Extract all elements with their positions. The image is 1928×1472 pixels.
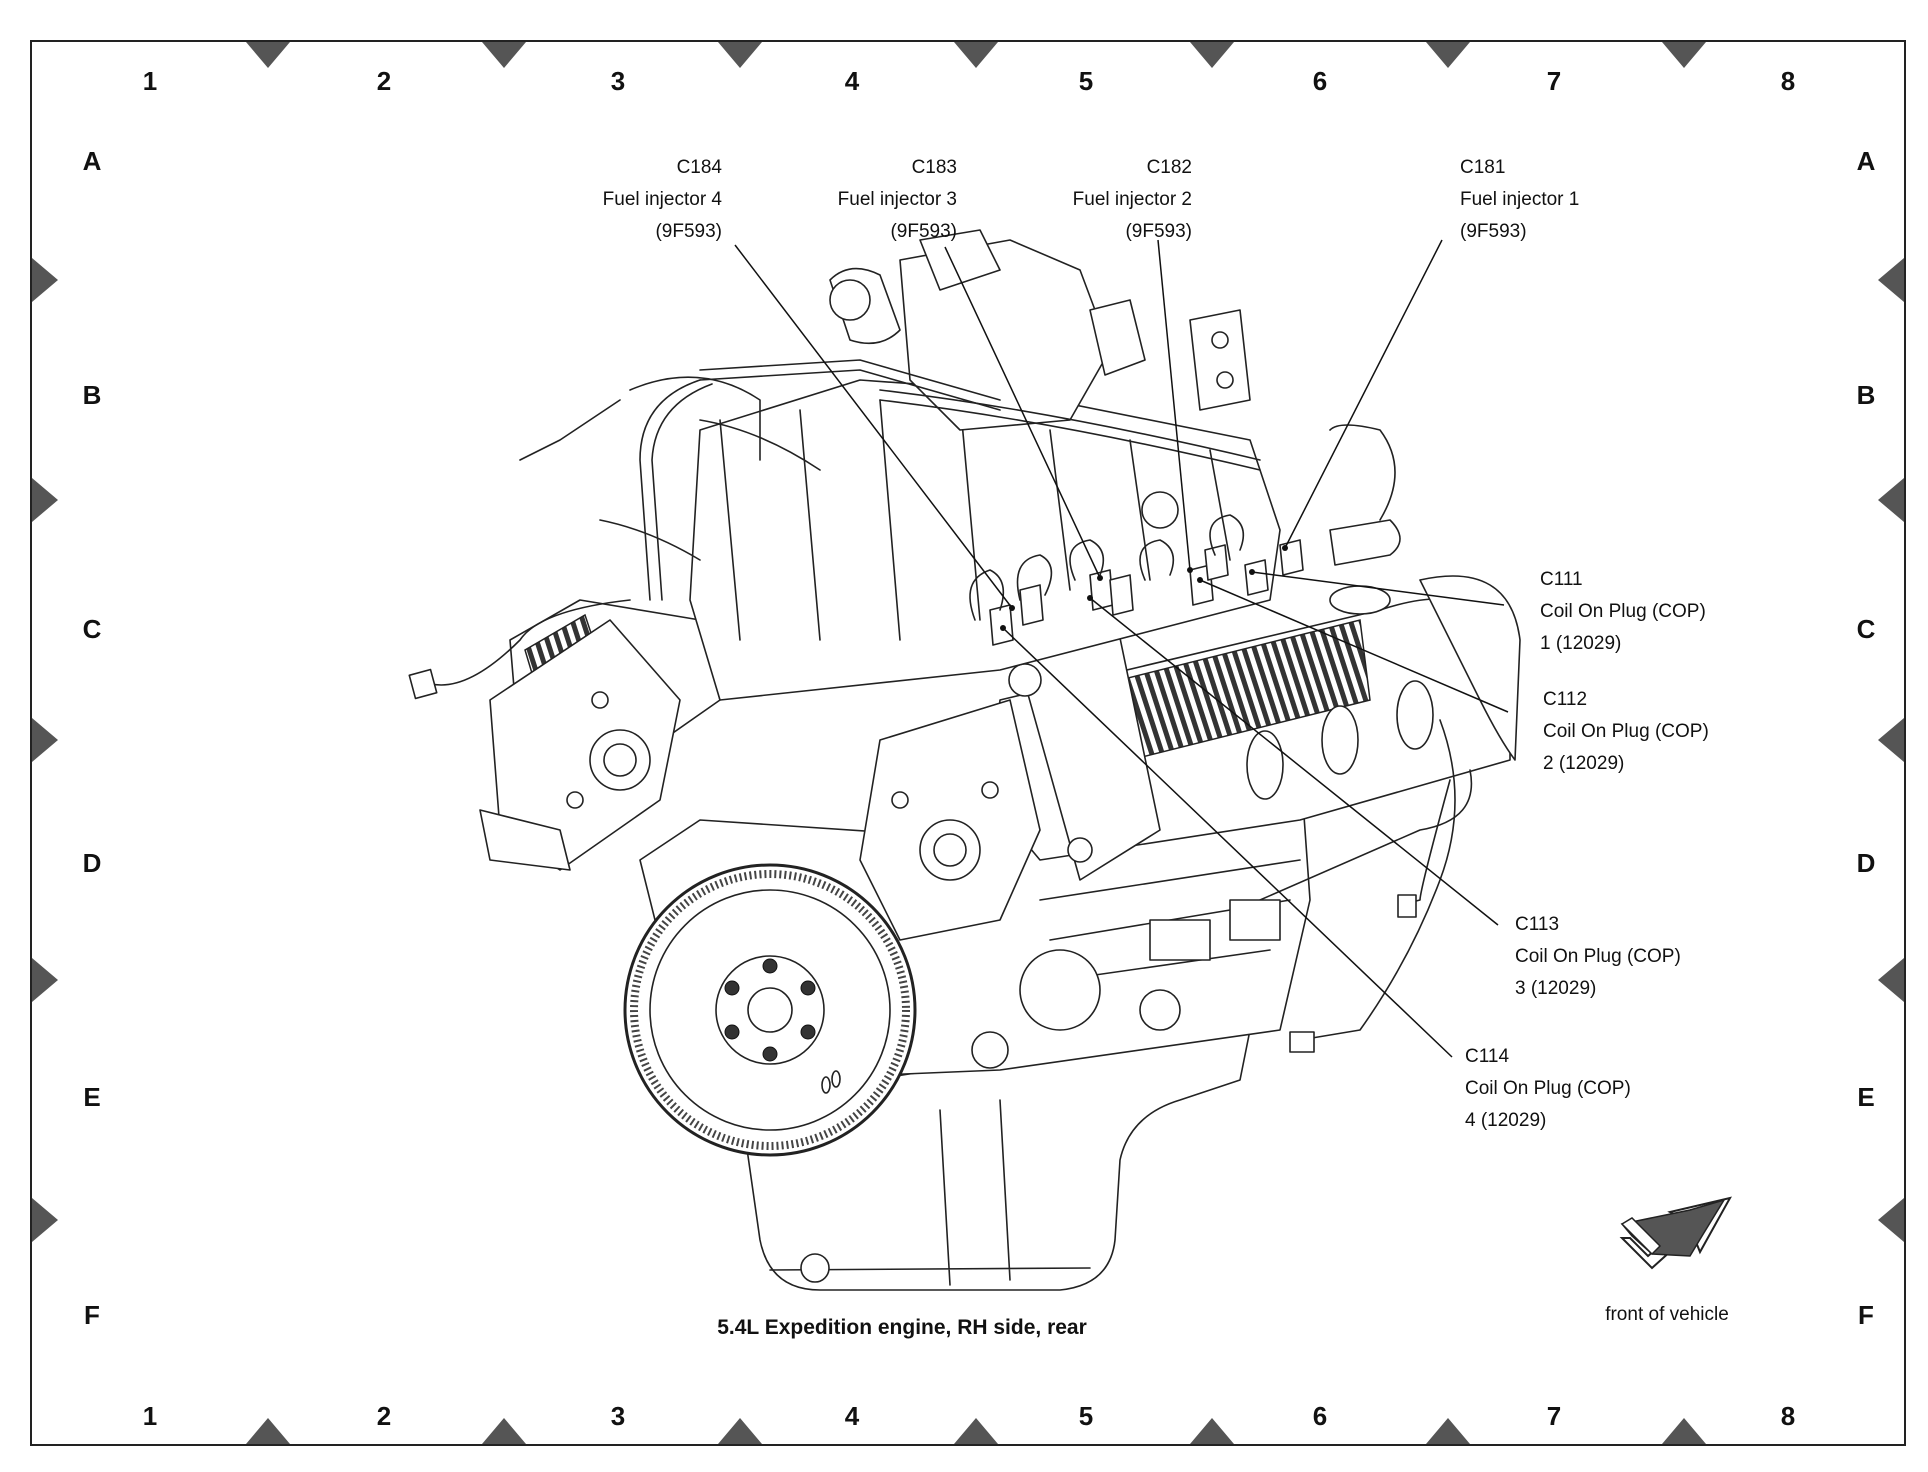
grid-row-right-F: F xyxy=(1858,1300,1874,1330)
front-arrow-icon xyxy=(1619,1196,1732,1270)
grid-row-right-A: A xyxy=(1857,146,1876,176)
label-c114-name: Coil On Plug (COP) xyxy=(1465,1078,1631,1099)
label-c184-part: (9F593) xyxy=(655,221,722,242)
label-c184-name: Fuel injector 4 xyxy=(603,189,723,210)
label-c184-id: C184 xyxy=(677,157,723,178)
grid-row-right-B: B xyxy=(1857,380,1876,410)
grid-row-left-D: D xyxy=(83,848,102,878)
coil-on-plugs xyxy=(989,539,1304,646)
harness-left xyxy=(419,599,631,686)
label-c112-part: 2 (12029) xyxy=(1543,753,1624,774)
grid-row-right-C: C xyxy=(1857,614,1876,644)
fuel-rail-tube xyxy=(879,389,1261,471)
grid-col-top-1: 1 xyxy=(143,66,157,96)
grid-row-left-A: A xyxy=(83,146,102,176)
label-c114-id: C114 xyxy=(1465,1046,1509,1067)
label-c114-part: 4 (12029) xyxy=(1465,1110,1546,1131)
label-c113-name: Coil On Plug (COP) xyxy=(1515,946,1681,967)
grid-col-top-3: 3 xyxy=(611,66,625,96)
grid-row-left-C: C xyxy=(83,614,102,644)
label-c181-part: (9F593) xyxy=(1460,221,1527,242)
label-c181-id: C181 xyxy=(1460,157,1505,178)
leader-lines xyxy=(734,239,1509,1058)
diagram-caption: 5.4L Expedition engine, RH side, rear xyxy=(717,1316,1087,1339)
grid-col-top-5: 5 xyxy=(1079,66,1093,96)
front-of-vehicle-label: front of vehicle xyxy=(1605,1304,1729,1325)
harness xyxy=(519,376,761,461)
label-c183: C183 Fuel injector 3 (9F593) xyxy=(838,157,957,242)
label-c184: C184 Fuel injector 4 (9F593) xyxy=(603,157,723,242)
grid-col-top-6: 6 xyxy=(1313,66,1327,96)
grid-row-left-F: F xyxy=(84,1300,100,1330)
grid-col-bottom-8: 8 xyxy=(1781,1401,1795,1431)
label-c182: C182 Fuel injector 2 (9F593) xyxy=(1073,157,1192,242)
grid-col-top-8: 8 xyxy=(1781,66,1795,96)
grid-row-left-B: B xyxy=(83,380,102,410)
label-c111-id: C111 xyxy=(1540,569,1583,590)
label-c112-name: Coil On Plug (COP) xyxy=(1543,721,1709,742)
label-c182-id: C182 xyxy=(1147,157,1192,178)
label-c181: C181 Fuel injector 1 (9F593) xyxy=(1460,157,1579,242)
throttle-body xyxy=(899,239,1111,431)
label-c113-part: 3 (12029) xyxy=(1515,978,1596,999)
grid-col-bottom-5: 5 xyxy=(1079,1401,1093,1431)
oil-filler-cap xyxy=(1329,519,1401,566)
label-c111: C111 Coil On Plug (COP) 1 (12029) xyxy=(1540,569,1706,654)
label-c112-id: C112 xyxy=(1543,689,1587,710)
label-c113-id: C113 xyxy=(1515,914,1559,935)
label-c111-name: Coil On Plug (COP) xyxy=(1540,601,1706,622)
label-c183-id: C183 xyxy=(912,157,957,178)
grid-markers xyxy=(32,42,1904,1444)
grid-col-bottom-2: 2 xyxy=(377,1401,391,1431)
label-c111-part: 1 (12029) xyxy=(1540,633,1621,654)
engine-illustration xyxy=(408,229,1521,1291)
flywheel xyxy=(623,863,917,1157)
grid-row-right-D: D xyxy=(1857,848,1876,878)
grid-row-right-E: E xyxy=(1857,1082,1874,1112)
grid-col-bottom-6: 6 xyxy=(1313,1401,1327,1431)
grid-col-bottom-3: 3 xyxy=(611,1401,625,1431)
label-c114: C114 Coil On Plug (COP) 4 (12029) xyxy=(1465,1046,1631,1131)
label-c181-name: Fuel injector 1 xyxy=(1460,189,1579,210)
grid-col-top-7: 7 xyxy=(1547,66,1561,96)
label-c183-name: Fuel injector 3 xyxy=(838,189,957,210)
grid-col-top-2: 2 xyxy=(377,66,391,96)
label-c183-part: (9F593) xyxy=(890,221,957,242)
label-c113: C113 Coil On Plug (COP) 3 (12029) xyxy=(1515,914,1681,999)
grid-row-left-E: E xyxy=(83,1082,100,1112)
ignition-bracket xyxy=(1189,309,1251,411)
grid-col-bottom-1: 1 xyxy=(143,1401,157,1431)
label-c112: C112 Coil On Plug (COP) 2 (12029) xyxy=(1543,689,1709,774)
label-c182-part: (9F593) xyxy=(1125,221,1192,242)
grid-col-bottom-4: 4 xyxy=(845,1401,860,1431)
grid-col-top-4: 4 xyxy=(845,66,860,96)
grid-col-bottom-7: 7 xyxy=(1547,1401,1561,1431)
label-c182-name: Fuel injector 2 xyxy=(1073,189,1192,210)
